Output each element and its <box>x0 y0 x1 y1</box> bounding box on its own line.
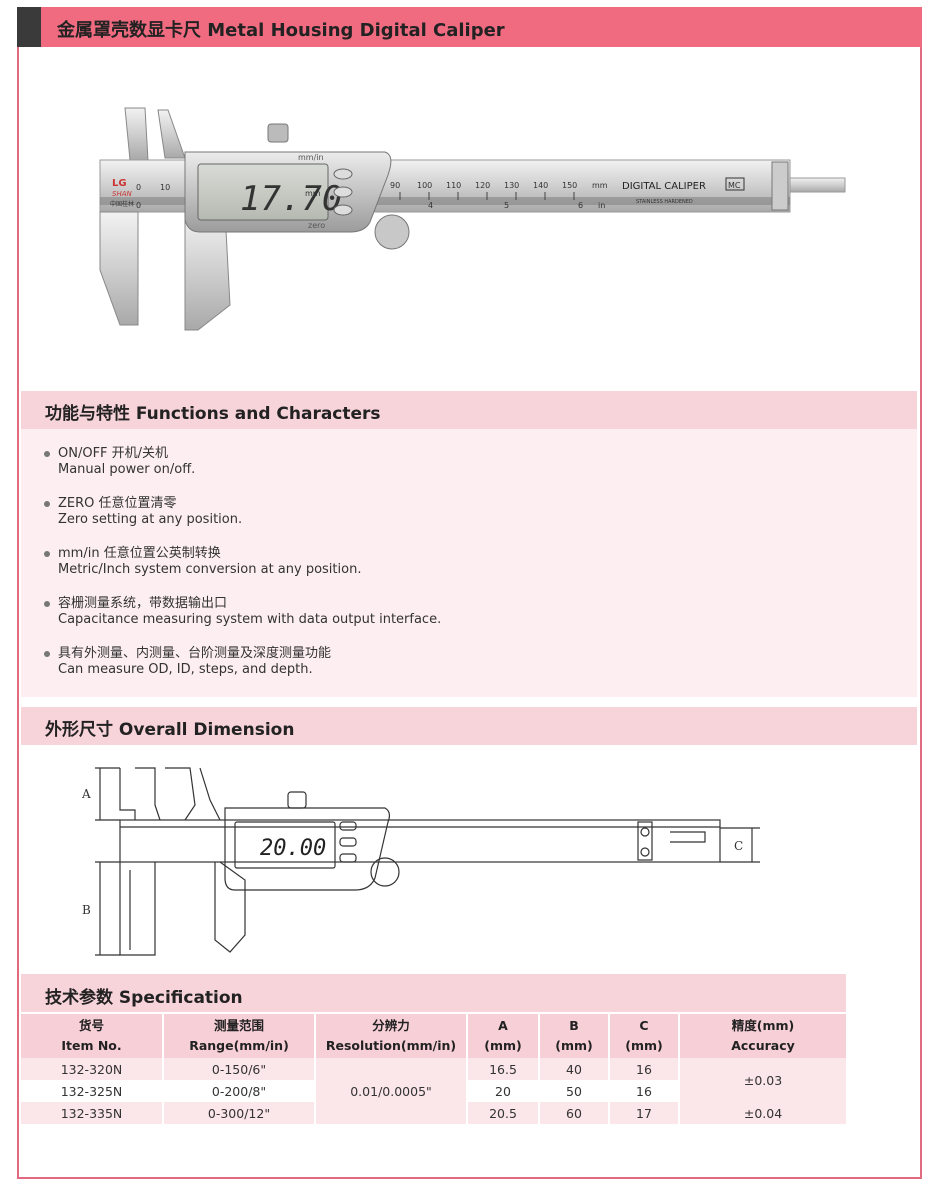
dimension-band: 外形尺寸 Overall Dimension <box>21 707 917 745</box>
photo-button-bottom <box>333 204 353 216</box>
photo-lcd-value: 17.70 <box>240 179 342 219</box>
functions-band: 功能与特性 Functions and Characters <box>21 391 917 429</box>
photo-scale-in-5: 5 <box>504 201 509 210</box>
photo-brand-mid: SHAN <box>112 190 132 198</box>
feature-line1: 具有外测量、内测量、台阶测量及深度测量功能 <box>58 646 332 661</box>
title-bar: 金属罩壳数显卡尺 Metal Housing Digital Caliper <box>17 7 922 47</box>
cell-accuracy: ±0.03 <box>679 1058 846 1102</box>
photo-scale-in: in <box>598 201 605 210</box>
title-accent <box>17 7 41 47</box>
dimension-heading: 外形尺寸 Overall Dimension <box>45 720 295 740</box>
feature-line1: ON/OFF 开机/关机 <box>58 446 169 461</box>
cell-a: 16.5 <box>467 1058 540 1080</box>
feature-item: ZERO 任意位置清零 Zero setting at any position… <box>44 496 904 546</box>
caliper-photo: 17.70 mm mm/in zero LG SHAN 中国桂林 0 10 0 … <box>99 107 846 331</box>
header-accuracy: 精度(mm)Accuracy <box>679 1014 846 1058</box>
cell-range: 0-200/8" <box>163 1080 316 1102</box>
photo-scale-110: 110 <box>446 181 461 190</box>
spec-heading: 技术参数 Specification <box>45 988 243 1008</box>
photo-scale-in-0: 0 <box>136 201 141 210</box>
cell-b: 60 <box>539 1102 610 1124</box>
header-c: C(mm) <box>609 1014 680 1058</box>
cell-b: 50 <box>539 1080 610 1102</box>
photo-scale-in-6: 6 <box>578 201 583 210</box>
dimension-label-b: B <box>82 903 91 917</box>
dimension-lcd-value: 20.00 <box>260 836 326 861</box>
photo-scale-140: 140 <box>533 181 548 190</box>
cell-c: 16 <box>609 1058 680 1080</box>
feature-item: mm/in 任意位置公英制转换 Metric/Inch system conve… <box>44 546 904 596</box>
header-b: B(mm) <box>539 1014 610 1058</box>
feature-line2: Metric/Inch system conversion at any pos… <box>58 562 362 577</box>
feature-line1: 容栅测量系统，带数据输出口 <box>58 596 228 611</box>
photo-mc-box <box>725 177 745 191</box>
table-row: 132-325N 0-200/8" 20 50 16 <box>21 1080 846 1102</box>
photo-thumb-wheel <box>374 214 410 250</box>
feature-line1: ZERO 任意位置清零 <box>58 496 177 511</box>
bullet-icon <box>44 551 50 557</box>
cell-range: 0-300/12" <box>163 1102 316 1124</box>
feature-line2: Capacitance measuring system with data o… <box>58 612 442 627</box>
feature-list: ON/OFF 开机/关机 Manual power on/off. ZERO 任… <box>44 446 904 696</box>
bullet-icon <box>44 601 50 607</box>
feature-line1: mm/in 任意位置公英制转换 <box>58 546 221 561</box>
feature-line2: Can measure OD, ID, steps, and depth. <box>58 662 313 677</box>
table-row: 132-335N 0-300/12" 20.5 60 17 ±0.04 <box>21 1102 846 1124</box>
feature-item: ON/OFF 开机/关机 Manual power on/off. <box>44 446 904 496</box>
photo-beam-sub: STAINLESS HARDENED <box>636 199 693 205</box>
feature-line2: Zero setting at any position. <box>58 512 243 527</box>
cell-a: 20.5 <box>467 1102 540 1124</box>
dimension-label-c: C <box>734 839 743 853</box>
cell-range: 0-150/6" <box>163 1058 316 1080</box>
photo-top-knob <box>267 123 289 143</box>
photo-scale-mm-10: 10 <box>160 183 170 192</box>
dimension-drawing: 20.00 A B C <box>81 767 760 956</box>
photo-brand-cn: 中国桂林 <box>110 200 134 208</box>
photo-lcd-unit-top: mm/in <box>298 153 324 162</box>
cell-resolution: 0.01/0.0005" <box>315 1058 468 1124</box>
photo-brand-top: LG <box>112 178 127 189</box>
bullet-icon <box>44 501 50 507</box>
cell-accuracy: ±0.04 <box>679 1102 846 1124</box>
cell-c: 17 <box>609 1102 680 1124</box>
photo-scale-in-4: 4 <box>428 201 433 210</box>
cell-item: 132-325N <box>21 1080 164 1102</box>
feature-line2: Manual power on/off. <box>58 462 196 477</box>
page-title: 金属罩壳数显卡尺 Metal Housing Digital Caliper <box>57 20 505 41</box>
feature-item: 具有外测量、内测量、台阶测量及深度测量功能 Can measure OD, ID… <box>44 646 904 696</box>
photo-lcd-zero: zero <box>308 221 325 230</box>
table-row: 132-320N 0-150/6" 0.01/0.0005" 16.5 40 1… <box>21 1058 846 1124</box>
feature-item: 容栅测量系统，带数据输出口 Capacitance measuring syst… <box>44 596 904 646</box>
functions-heading: 功能与特性 Functions and Characters <box>45 404 381 424</box>
photo-scale-mm-0: 0 <box>136 183 141 192</box>
photo-scale-mm: mm <box>592 181 608 190</box>
photo-scale-90: 90 <box>390 181 400 190</box>
functions-panel <box>21 429 917 697</box>
bullet-icon <box>44 451 50 457</box>
cell-a: 20 <box>467 1080 540 1102</box>
cell-item: 132-320N <box>21 1058 164 1080</box>
photo-end-cap <box>771 161 789 211</box>
bullet-icon <box>44 651 50 657</box>
photo-scale-130: 130 <box>504 181 519 190</box>
cell-item: 132-335N <box>21 1102 164 1124</box>
cell-b: 40 <box>539 1058 610 1080</box>
cell-c: 16 <box>609 1080 680 1102</box>
photo-beam-label: DIGITAL CALIPER <box>622 181 706 192</box>
dimension-label-a: A <box>81 787 91 801</box>
photo-scale-150: 150 <box>562 181 577 190</box>
photo-lcd-unit: mm <box>305 189 321 198</box>
photo-button-top <box>333 168 353 180</box>
photo-scale-100: 100 <box>417 181 432 190</box>
header-a: A(mm) <box>467 1014 540 1058</box>
photo-mc-mark: MC <box>728 181 741 190</box>
spec-band: 技术参数 Specification <box>21 974 846 1012</box>
photo-button-mid <box>333 186 353 198</box>
photo-scale-120: 120 <box>475 181 490 190</box>
